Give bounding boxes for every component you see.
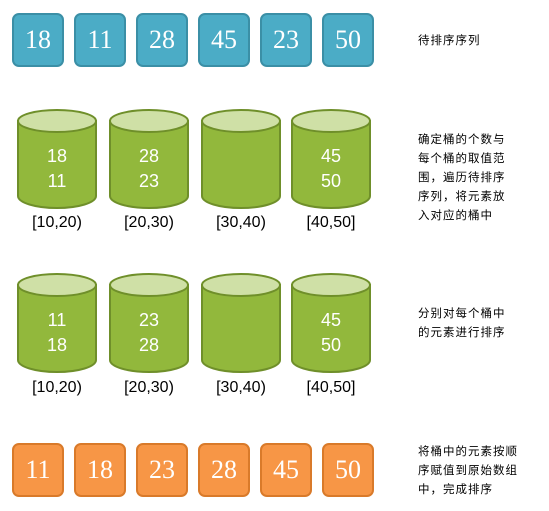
bucket-cylinder-icon [17,109,97,209]
bucket-value: 23 [138,310,160,330]
bucket-range-label: [20,30) [124,379,174,396]
bucket-value: 23 [138,171,160,191]
bucket-value: 11 [47,310,67,330]
bucket-cylinder-icon [17,273,97,373]
sorted-box: 28 [198,443,250,497]
bucket-range-label: [40,50] [306,214,356,231]
bucket-cylinder-icon [109,109,189,209]
bucket-cylinder-icon [201,109,281,209]
note-line: 待排序序列 [418,33,481,47]
unsorted-box: 50 [322,13,374,67]
note-step3: 将桶中的元素按顺 序赋值到原始数组 中，完成排序 [418,442,518,499]
note-line: 将桶中的元素按顺 [418,444,518,458]
unsorted-box: 11 [74,13,126,67]
bucket-range-label: [30,40) [216,214,266,231]
bucket [200,108,282,210]
note-line: 序赋值到原始数组 [418,463,518,477]
note-step1: 确定桶的个数与 每个桶的取值范 围，遍历待排序 序列，将元素放 入对应的桶中 [418,130,506,225]
sorted-box: 11 [12,443,64,497]
bucket-cylinder-icon [291,109,371,209]
note-line: 中，完成排序 [418,482,493,496]
sorted-box: 18 [74,443,126,497]
bucket-value: 45 [320,310,342,330]
bucket-value: 28 [138,146,160,166]
bucket-cylinder-icon [291,273,371,373]
bucket-value: 18 [46,335,68,355]
unsorted-box: 28 [136,13,188,67]
bucket-value: 45 [320,146,342,166]
note-step0: 待排序序列 [418,31,481,50]
note-step2: 分别对每个桶中 的元素进行排序 [418,304,506,342]
bucket-value: 11 [47,171,67,191]
unsorted-box: 45 [198,13,250,67]
bucket-value: 50 [320,171,342,191]
note-line: 每个桶的取值范 [418,151,506,165]
note-line: 入对应的桶中 [418,208,493,222]
bucket-range-label: [10,20) [32,214,82,231]
bucket-cylinder-icon [201,273,281,373]
bucket-range-label: [20,30) [124,214,174,231]
sorted-box: 50 [322,443,374,497]
bucket-value: 28 [138,335,160,355]
bucket [200,272,282,374]
note-line: 序列，将元素放 [418,189,506,203]
unsorted-box: 18 [12,13,64,67]
bucket-value: 50 [320,335,342,355]
bucket-range-label: [30,40) [216,379,266,396]
note-line: 的元素进行排序 [418,325,506,339]
bucket-range-label: [40,50] [306,379,356,396]
sorted-box: 23 [136,443,188,497]
unsorted-box: 23 [260,13,312,67]
note-line: 围，遍历待排序 [418,170,506,184]
bucket-range-label: [10,20) [32,379,82,396]
sorted-box: 45 [260,443,312,497]
note-line: 确定桶的个数与 [418,132,506,146]
note-line: 分别对每个桶中 [418,306,506,320]
bucket-value: 18 [46,146,68,166]
bucket-cylinder-icon [109,273,189,373]
